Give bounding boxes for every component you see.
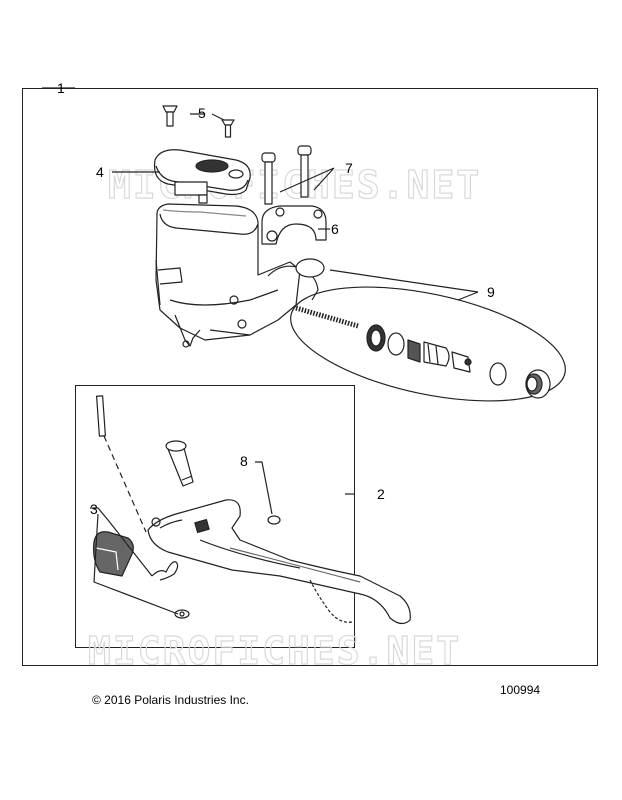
master-cylinder-body bbox=[155, 203, 325, 348]
callout-3: 3 bbox=[90, 501, 98, 517]
pivot-pin-part-8 bbox=[165, 440, 281, 525]
callout-6: 6 bbox=[331, 221, 339, 237]
callout-8: 8 bbox=[240, 453, 248, 469]
piston-kit-part-9 bbox=[290, 286, 566, 402]
callout-9: 9 bbox=[487, 284, 495, 300]
callout-2: 2 bbox=[377, 486, 385, 502]
callout-1: 1 bbox=[57, 80, 65, 96]
assembly-frame bbox=[22, 88, 598, 666]
callout-4: 4 bbox=[96, 164, 104, 180]
screw-part-5 bbox=[162, 105, 235, 138]
spring-kit-part-3 bbox=[93, 395, 190, 619]
callout-5: 5 bbox=[198, 105, 206, 121]
copyright-text: © 2016 Polaris Industries Inc. bbox=[92, 693, 249, 707]
leader-lines bbox=[42, 87, 479, 615]
lever-subassembly-frame bbox=[75, 385, 355, 648]
bolt-part-7 bbox=[261, 145, 312, 205]
watermark-bottom: MICROFICHES.NET bbox=[88, 629, 461, 673]
brake-lever-part-2 bbox=[147, 499, 411, 625]
diagram-number: 100994 bbox=[500, 683, 541, 697]
callout-7: 7 bbox=[345, 160, 353, 176]
watermark-group: MICROFICHES.NET MICROFICHES.NET bbox=[87, 162, 479, 673]
clamp-part-6 bbox=[261, 205, 327, 245]
callout-group: 1 5 4 7 6 9 8 2 3 bbox=[57, 80, 495, 517]
reservoir-cap-part-4 bbox=[153, 149, 251, 204]
